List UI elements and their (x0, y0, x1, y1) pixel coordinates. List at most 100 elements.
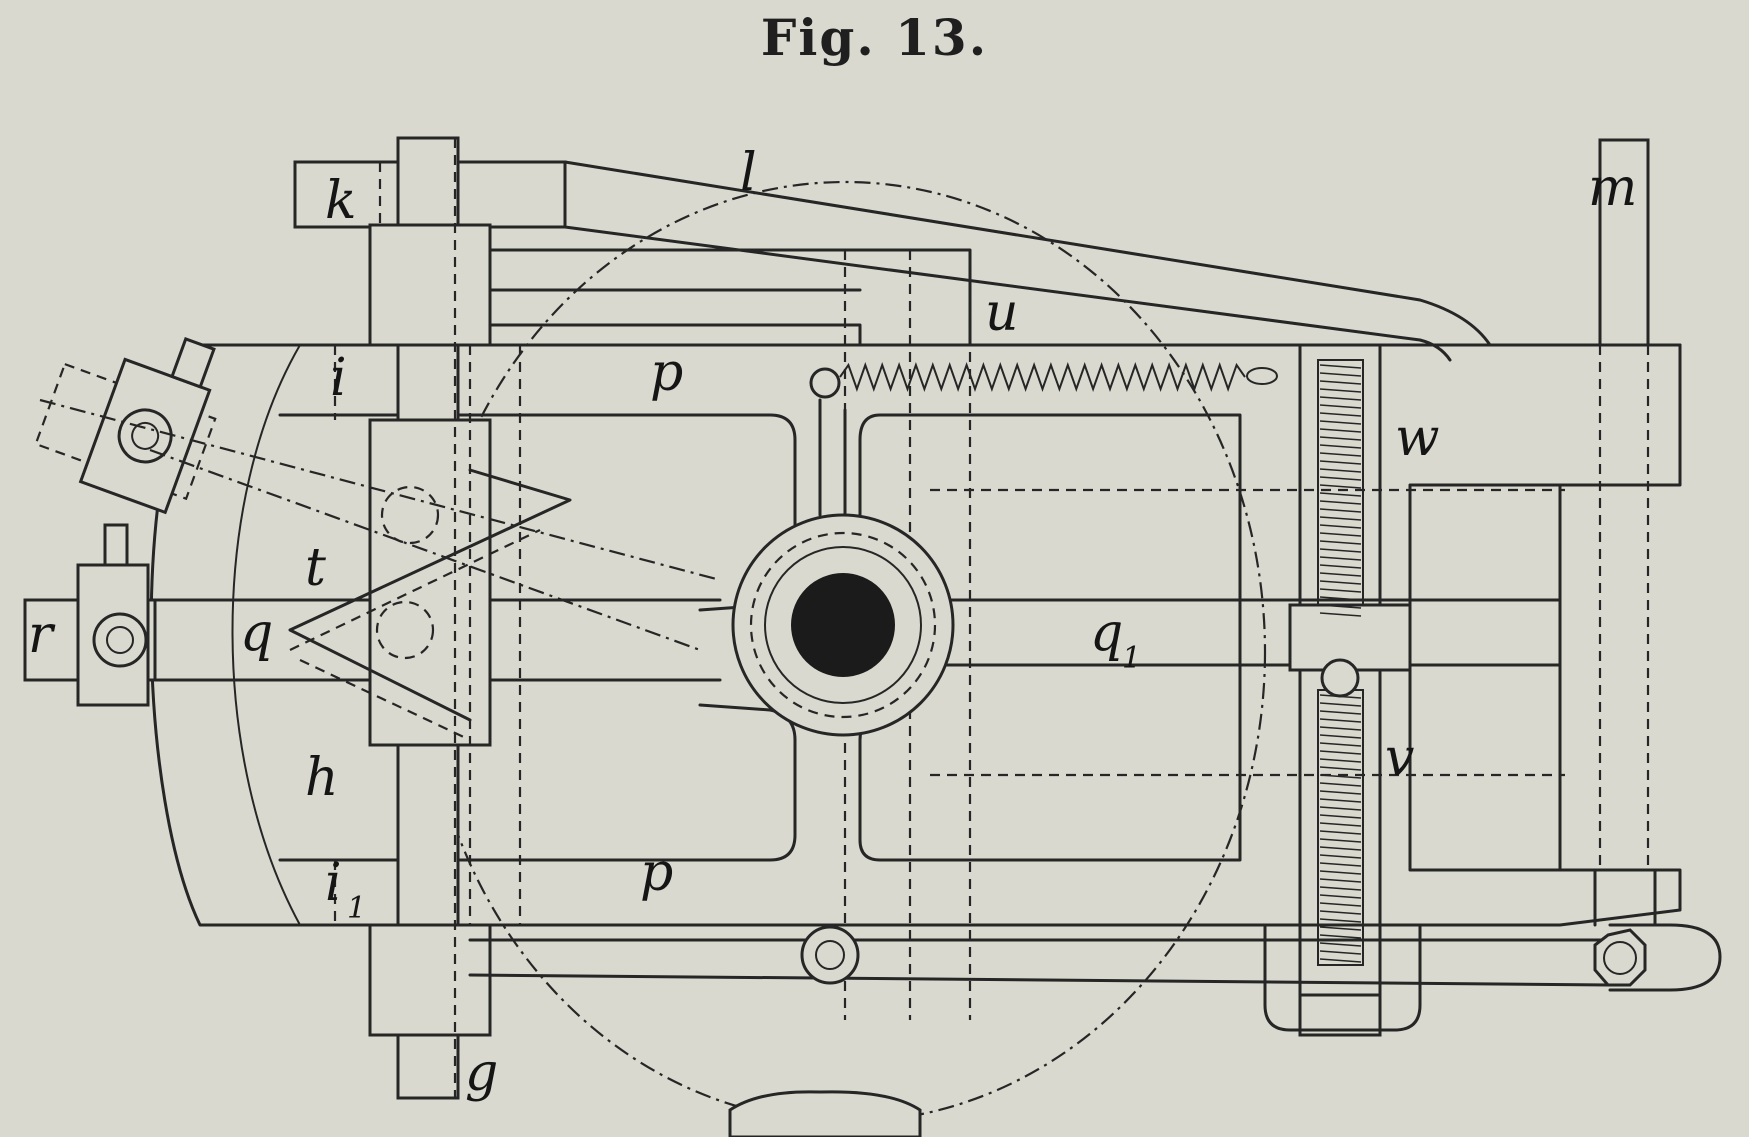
thread-line (1319, 846, 1362, 851)
thread-line (1319, 694, 1362, 699)
thread-line (1319, 886, 1362, 891)
thread-line (1319, 894, 1362, 899)
label-u: u (985, 283, 1019, 343)
label-t: t (305, 538, 326, 598)
label-v: v (1385, 728, 1414, 788)
label-i-bottom: i (325, 853, 342, 913)
thread-line (1319, 492, 1362, 497)
thread-line (1319, 548, 1362, 553)
thread-line (1319, 564, 1362, 569)
thread-line (1319, 934, 1362, 939)
thread-line (1319, 782, 1362, 787)
thread-line (1319, 862, 1362, 867)
thread-line (1319, 588, 1362, 593)
label-m: m (1588, 158, 1637, 218)
label-r: r (28, 605, 56, 665)
thread-line (1319, 412, 1362, 417)
centerline-lower (149, 448, 701, 652)
thread-line (1319, 926, 1362, 931)
thread-line (1319, 476, 1362, 481)
thread-line (1319, 838, 1362, 843)
thread-line (1319, 420, 1362, 425)
thread-line (1319, 500, 1362, 505)
thread-line (1319, 604, 1362, 609)
thread-line (1319, 958, 1362, 963)
label-g: g (465, 1043, 498, 1103)
label-i-top: i (330, 348, 347, 408)
thread-line (1319, 814, 1362, 819)
thread-line (1319, 798, 1362, 803)
pin-lower (375, 600, 435, 660)
thread-line (1319, 790, 1362, 795)
thread-line (1319, 734, 1362, 739)
thread-line (1319, 822, 1362, 827)
thread-line (1319, 524, 1362, 529)
thread-line (1319, 484, 1362, 489)
label-i-bottom-sub: 1 (347, 891, 366, 926)
thread-line (1319, 372, 1362, 377)
spring (839, 361, 1246, 393)
thread-line (1319, 758, 1362, 763)
thread-line (1319, 742, 1362, 747)
thread-line (1319, 942, 1362, 947)
thread-line (1319, 444, 1362, 449)
thread-line (1319, 580, 1362, 585)
label-k: k (325, 171, 357, 231)
thread-line (1319, 556, 1362, 561)
thread-line (1319, 806, 1362, 811)
thread-line (1319, 516, 1362, 521)
clamp-r (23, 523, 157, 707)
thread-line (1319, 902, 1362, 907)
thread-line (1319, 910, 1362, 915)
thread-line (1319, 388, 1362, 393)
clamp-tilted (34, 337, 217, 515)
thread-line (1319, 460, 1362, 465)
thread-line (1319, 436, 1362, 441)
thread-line (1319, 572, 1362, 577)
figure-caption: Fig. 13. (760, 8, 989, 67)
thread-line (1319, 870, 1362, 875)
upper-bar-u (468, 248, 972, 1020)
central-hub (731, 367, 955, 737)
label-q1: q (1090, 603, 1123, 663)
label-l: l (740, 143, 757, 203)
thread-line (1319, 508, 1362, 513)
thread-line (1319, 830, 1362, 835)
label-q: q (240, 603, 273, 663)
chevron-dashed (289, 529, 541, 741)
thread-line (1319, 766, 1362, 771)
thread-line (1319, 710, 1362, 715)
thread-line (1319, 540, 1362, 545)
thread-line (1319, 596, 1362, 601)
bottom-stub (728, 1090, 922, 1137)
label-w: w (1395, 408, 1440, 468)
thread-line (1319, 750, 1362, 755)
screw-threads (1319, 364, 1362, 963)
thread-line (1319, 428, 1362, 433)
bottom-link (468, 923, 1722, 992)
thread-line (1319, 396, 1362, 401)
thread-line (1319, 404, 1362, 409)
thread-line (1319, 702, 1362, 707)
label-p-top: p (650, 343, 683, 403)
thread-line (1319, 950, 1362, 955)
thread-line (1319, 452, 1362, 457)
thread-line (1319, 774, 1362, 779)
label-h: h (305, 748, 339, 808)
chevron-t (288, 468, 572, 722)
centerline-upper (39, 398, 721, 582)
thread-line (1319, 468, 1362, 473)
pin-upper (380, 485, 440, 545)
left-shaft (333, 136, 522, 1100)
label-p-bottom: p (640, 843, 673, 903)
thread-line (1319, 918, 1362, 923)
right-shaft-m (1593, 138, 1657, 927)
thread-line (1319, 718, 1362, 723)
thread-line (1319, 380, 1362, 385)
label-q1-sub: 1 (1122, 641, 1141, 676)
spring-end (1246, 367, 1278, 385)
thread-line (1319, 878, 1362, 883)
thread-line (1319, 726, 1362, 731)
